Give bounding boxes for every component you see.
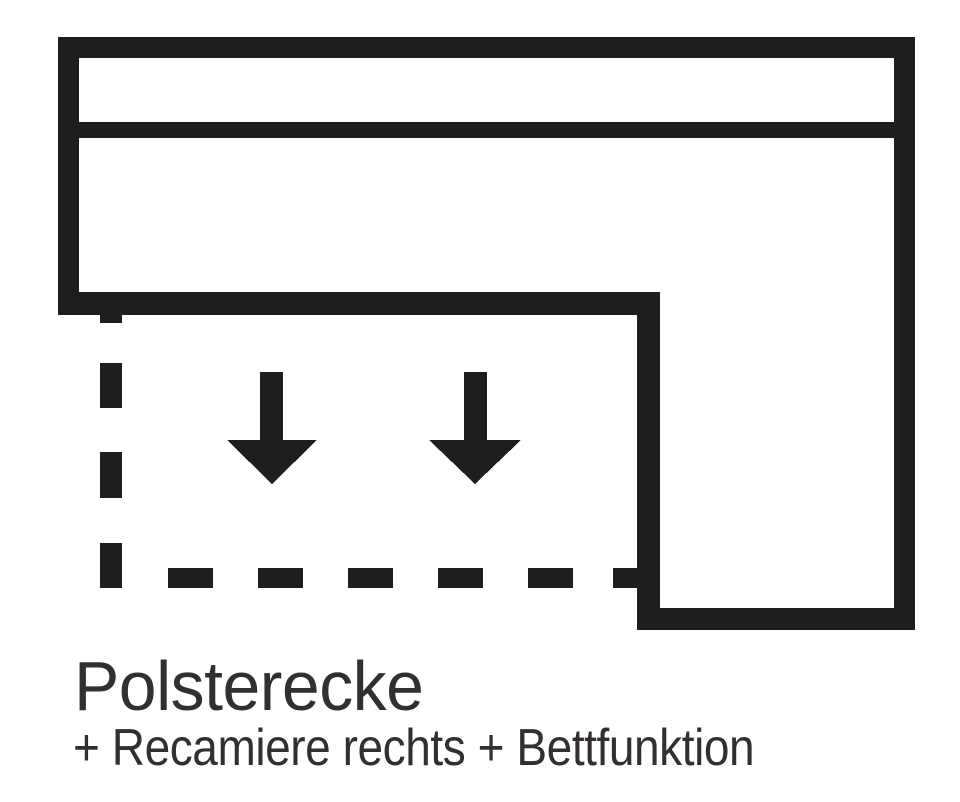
- dash-segment: [438, 568, 483, 588]
- dash-segment: [348, 568, 393, 588]
- product-title: Polsterecke: [74, 647, 424, 725]
- arrow-shaft: [260, 372, 283, 442]
- arrow-shaft: [464, 372, 487, 442]
- product-subtitle: + Recamiere rechts + Bettfunktion: [73, 719, 755, 777]
- backrest-line: [79, 122, 894, 138]
- bed-function-arrow-right-icon: [429, 372, 521, 484]
- arrow-head: [227, 440, 317, 484]
- dash-segment: [613, 568, 637, 588]
- arrow-head: [429, 440, 521, 484]
- bed-function-arrow-left-icon: [227, 372, 317, 484]
- dash-segment: [100, 543, 122, 588]
- dash-segment: [100, 363, 122, 408]
- dash-segment: [100, 452, 122, 498]
- dash-segment: [100, 315, 122, 323]
- pullout-bed-dashed-outline: [100, 315, 637, 588]
- dash-segment: [258, 568, 303, 588]
- dash-segment: [528, 568, 573, 588]
- dash-segment: [168, 568, 213, 588]
